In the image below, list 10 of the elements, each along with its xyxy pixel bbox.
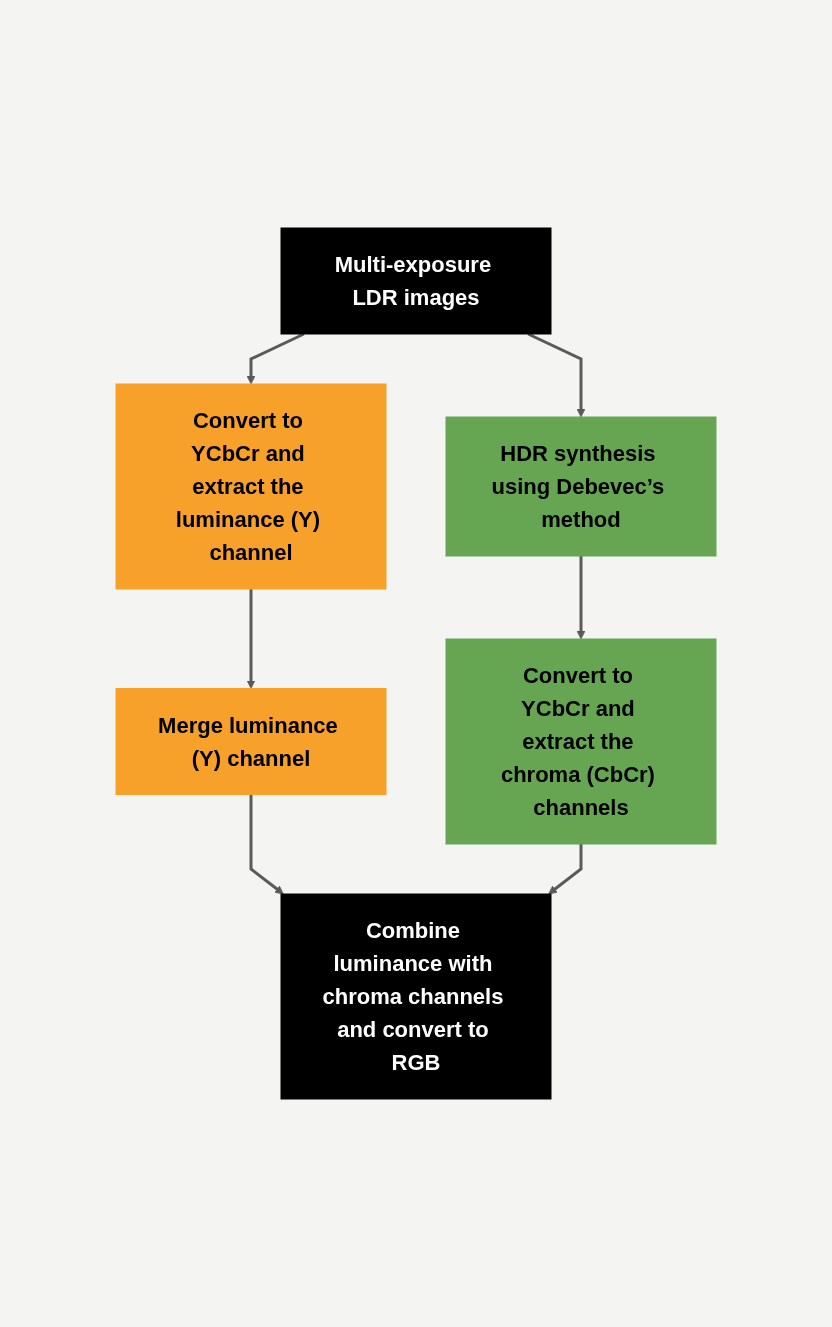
arrow bbox=[576, 556, 586, 640]
arrow bbox=[548, 844, 583, 895]
node-box: Merge luminance (Y) channel bbox=[115, 688, 387, 795]
arrow bbox=[246, 589, 256, 689]
node-box: HDR synthesis using Debevec’s method bbox=[445, 416, 717, 557]
node-box: Combine luminance with chroma channels and convert to RGB bbox=[280, 893, 552, 1100]
node-box: Convert to YCbCr and extract the chroma (CbCr) channels bbox=[445, 638, 717, 845]
node-box: Convert to YCbCr and extract the luminance (Y) channel bbox=[115, 383, 387, 590]
arrow bbox=[249, 794, 284, 895]
node-box: Multi-exposure LDR images bbox=[280, 227, 552, 335]
